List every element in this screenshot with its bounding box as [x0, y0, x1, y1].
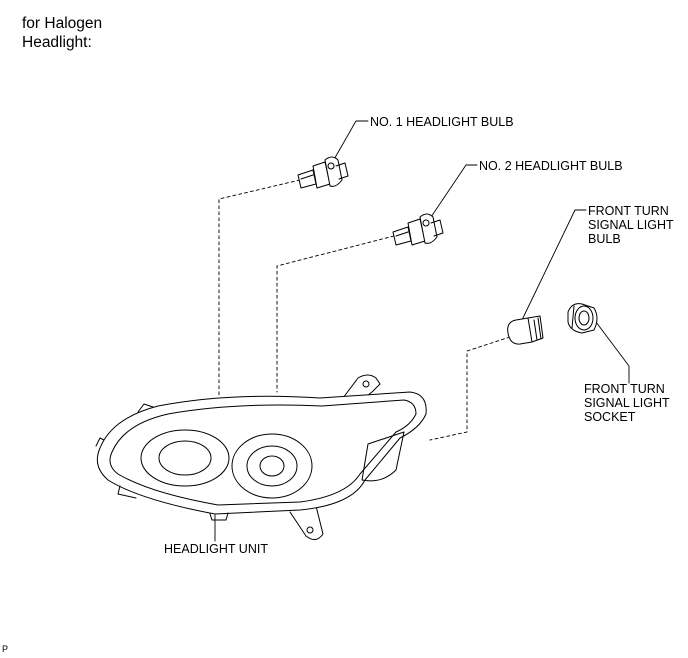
turn-bulb-line-2: SIGNAL LIGHT [588, 218, 674, 232]
turn-signal-socket-label: FRONT TURN SIGNAL LIGHT SOCKET [584, 382, 670, 424]
no2-headlight-bulb-label: NO. 2 HEADLIGHT BULB [479, 159, 623, 173]
install-guide-lines [218, 179, 511, 441]
no2-headlight-bulb-drawing [392, 213, 444, 246]
turn-bulb-line-3: BULB [588, 232, 621, 246]
no1-headlight-bulb-label: NO. 1 HEADLIGHT BULB [370, 115, 514, 129]
headlight-unit-label: HEADLIGHT UNIT [164, 542, 268, 556]
turn-signal-bulb-drawing [507, 315, 544, 345]
turn-socket-line-1: FRONT TURN [584, 382, 665, 396]
footer-code: P [2, 644, 9, 654]
turn-bulb-line-1: FRONT TURN [588, 204, 669, 218]
turn-socket-line-3: SOCKET [584, 410, 636, 424]
turn-signal-socket-drawing [567, 303, 598, 334]
heading-line-1: for Halogen [22, 15, 103, 32]
no1-headlight-bulb-drawing [297, 156, 349, 189]
headlight-unit-drawing [95, 374, 427, 540]
turn-signal-bulb-label: FRONT TURN SIGNAL LIGHT BULB [588, 204, 674, 246]
heading-line-2: Headlight: [22, 34, 92, 51]
turn-socket-line-2: SIGNAL LIGHT [584, 396, 670, 410]
leader-lines [214, 120, 630, 542]
diagram-heading: for Halogen Headlight: [22, 14, 102, 52]
